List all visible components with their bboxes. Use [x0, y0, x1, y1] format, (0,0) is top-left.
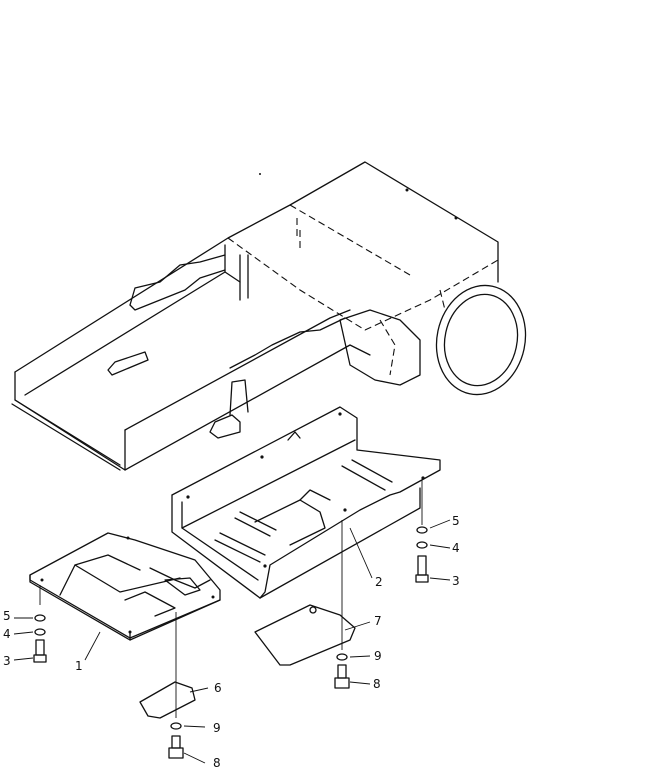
- callout-washer5-left: 5: [3, 609, 11, 623]
- callout-washer5-right: 5: [452, 514, 460, 528]
- callout-washer9-right: 9: [374, 649, 382, 663]
- main-frame: [11, 161, 527, 471]
- callout-cover-right: 7: [374, 614, 382, 628]
- hardware-cover-left: [168, 612, 206, 764]
- guard-right-part: [171, 406, 441, 599]
- hardware-left-stack: [13, 585, 47, 663]
- callout-washer4-right: 4: [452, 541, 460, 555]
- callout-guard-right: 2: [375, 575, 383, 589]
- hardware-cover-right: [334, 520, 371, 689]
- callout-washer9-left: 9: [213, 721, 221, 735]
- callout-washer4-left: 4: [3, 627, 11, 641]
- cover-right-part: [254, 604, 371, 666]
- guard-left-part: [29, 532, 221, 661]
- callout-bolt-right: 3: [452, 574, 460, 588]
- callout-bolt-left: 3: [3, 654, 11, 668]
- cover-left-part: [139, 681, 209, 719]
- callout-guard-left: 1: [75, 659, 83, 673]
- callout-labels: 1 2 3 4 5 5 4 3 7 9 8 6 9 8: [3, 514, 460, 769]
- callout-bolt8-right: 8: [373, 677, 381, 691]
- hardware-right-stack: [415, 480, 451, 583]
- callout-bolt8-left: 8: [213, 756, 221, 769]
- callout-cover-left: 6: [214, 681, 222, 695]
